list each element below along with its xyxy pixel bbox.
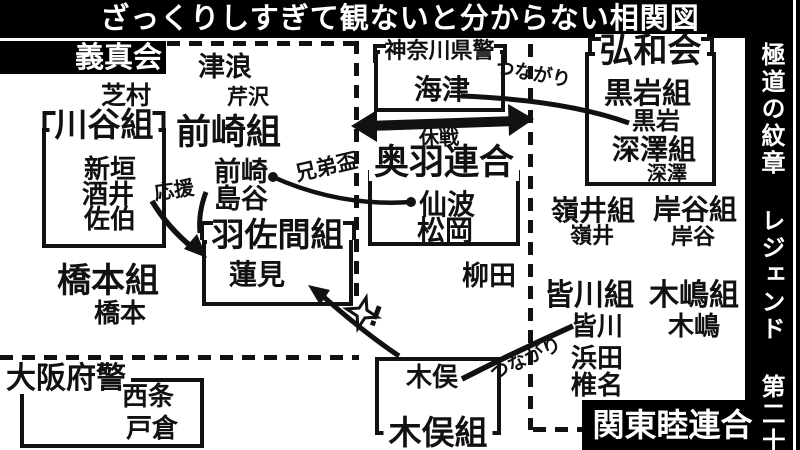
group-box-osaka-police: 大阪府警 <box>1 364 204 448</box>
group-title-kishitani: 岸谷組 <box>653 193 738 226</box>
member-saeki: 佐伯 <box>84 205 137 235</box>
subgroup-fukazawa-gumi: 深澤組 <box>612 133 697 166</box>
member-hamada: 浜田 <box>571 344 624 374</box>
faction-label-kanto-mutsumi-text: 関東睦連合 <box>592 406 753 444</box>
member-minagawa: 皆川 <box>571 312 624 342</box>
subgroup-kuroiwa-gumi: 黒岩組 <box>604 76 692 110</box>
member-kijima: 木嶋 <box>668 312 721 342</box>
member-saijo: 西条 <box>122 382 175 412</box>
faction-label-gishinkai: 義真会 <box>0 41 166 74</box>
group-box-kowakai: 弘和会 <box>585 34 716 186</box>
title-bar: ざっくりしすぎて観ないと分からない相関図 <box>0 0 800 38</box>
group-title-kowakai: 弘和会 <box>587 34 714 68</box>
faction-label-gishinkai-text: 義真会 <box>74 40 162 74</box>
group-title-hashimoto: 橋本組 <box>57 261 159 301</box>
group-title-ouu-rengo: 奥羽連合 <box>368 146 520 181</box>
group-box-hasama: 羽佐間組 <box>199 218 356 306</box>
faction-label-kanto-mutsumi: 関東睦連合 <box>582 400 763 450</box>
group-title-kimata: 木俣組 <box>383 416 493 449</box>
member-hasumi: 蓮見 <box>229 258 286 291</box>
label-sworn-brothers: 兄弟盃 <box>292 148 360 186</box>
side-banner-title: 極道の紋章 レジェンド 第二十四章 <box>757 42 786 450</box>
member-matsuoka: 松岡 <box>417 214 474 247</box>
dashed-border-mid-vertical <box>354 41 359 303</box>
member-maezaki: 前崎 <box>214 157 268 188</box>
dashed-border-bottom-right <box>533 427 583 432</box>
group-box-kimata: 木俣組 <box>375 357 501 449</box>
side-banner-edge-line <box>793 0 796 450</box>
group-title-maezaki: 前崎組 <box>176 113 282 153</box>
name-tsunami: 津浪 <box>198 52 252 83</box>
group-title-kijima: 木嶋組 <box>649 278 739 313</box>
group-box-ouu-rengo: 奥羽連合 <box>368 146 520 246</box>
label-connection-bottom: つながり <box>486 333 565 386</box>
sworn-brothers-dot-left <box>268 172 278 182</box>
member-kuroiwa: 黒岩 <box>632 107 680 135</box>
group-title-kawatani: 川谷組 <box>42 108 166 141</box>
member-kimata: 木俣 <box>406 363 459 393</box>
member-fukazawa: 深澤 <box>647 161 687 185</box>
member-kishitani: 岸谷 <box>671 225 716 250</box>
member-shimatani: 島谷 <box>214 184 268 215</box>
label-star-exclamation: ! <box>363 298 388 335</box>
member-shiina: 椎名 <box>571 371 624 401</box>
name-yanagida: 柳田 <box>462 261 516 292</box>
member-tokura: 戸倉 <box>126 414 179 444</box>
name-shibamura: 芝村 <box>101 81 152 110</box>
member-semba: 仙波 <box>419 188 476 221</box>
member-hashimoto: 橋本 <box>94 299 147 329</box>
group-box-kanagawa-police: 神奈川県警 <box>372 41 507 112</box>
group-title-hasama: 羽佐間組 <box>199 218 356 251</box>
side-banner: 極道の紋章 レジェンド 第二十四章 <box>745 0 800 450</box>
dashed-border-right-vertical <box>528 44 533 430</box>
label-truce: 休戦 <box>418 124 460 152</box>
member-aragaki: 新垣 <box>84 155 137 185</box>
group-title-minei: 嶺井組 <box>551 194 636 227</box>
label-connection-top: つながり <box>493 56 573 92</box>
member-kaizu: 海津 <box>414 73 471 106</box>
group-title-kanagawa-police: 神奈川県警 <box>372 41 507 63</box>
name-serizawa: 芹沢 <box>227 85 269 109</box>
group-title-osaka-police: 大阪府警 <box>1 364 131 394</box>
member-sakai: 酒井 <box>82 180 135 210</box>
group-title-minagawa: 皆川組 <box>544 278 634 313</box>
label-support: 応援 <box>152 175 196 205</box>
group-box-kawatani: 川谷組 <box>42 108 166 248</box>
dashed-border-bottom-left <box>0 355 359 360</box>
page-title: ざっくりしすぎて観ないと分からない相関図 <box>100 0 700 35</box>
member-minei: 嶺井 <box>570 224 615 249</box>
dashed-border-top-left <box>167 41 357 46</box>
